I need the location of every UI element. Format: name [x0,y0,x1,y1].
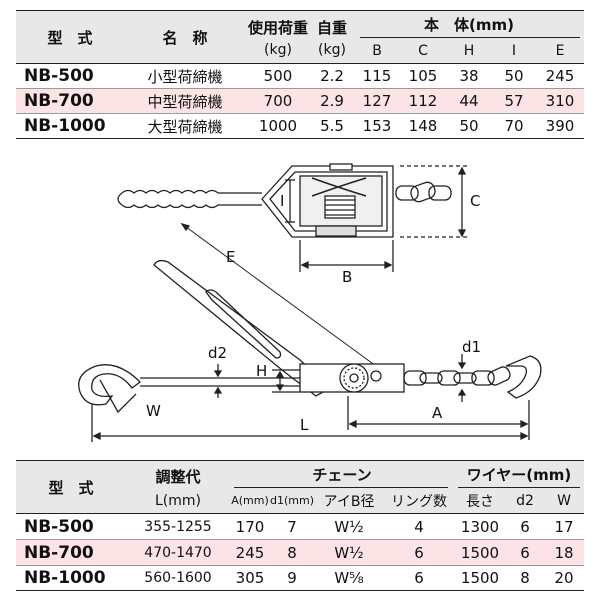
table-row: NB-700 中型荷締機 700 2.9 127 112 44 57 310 [16,89,584,113]
header-model: 型 式 [47,28,93,47]
header-chain: チェーン [312,465,372,484]
label-H: H [256,362,267,380]
header-adjust: 調整代 L(mm) [155,467,201,509]
table-rule [16,513,584,514]
side-view-hook [78,364,141,406]
table-row: NB-500 小型荷締機 500 2.2 115 105 38 50 245 [24,66,575,86]
header-name: 名 称 [162,28,208,47]
spec-table-top: 型 式 名 称 使用荷重 (kg) 自重 (kg) 本 体(mm) B C H … [16,10,584,139]
header-chain-links: リング数 [391,493,447,510]
label-W: W [146,402,161,420]
header-wire-d2: d2 [516,492,534,509]
table-rule [16,539,584,540]
ratchet-binder-diagram: I C B E d2 d1 H A W L [78,163,542,442]
table-rule [16,63,584,64]
header-row: 型 式 調整代 L(mm) チェーン A(mm) d1(mm) アイB径 リング… [16,461,584,513]
label-I: I [280,192,284,210]
header-chain-eye: アイB径 [323,493,375,510]
table-rule [16,113,584,114]
header-body-rule [360,37,580,38]
table-row: NB-700 470-1470 245 8 W½ 6 1500 6 18 [16,540,584,565]
header-row: 型 式 名 称 使用荷重 (kg) 自重 (kg) 本 体(mm) B C H … [16,11,584,63]
side-view-chain [403,366,511,386]
top-view-frame [261,165,394,238]
header-wire-length: 長さ [466,493,494,510]
header-self-weight: 自重 (kg) [316,18,347,58]
header-chain-A: A(mm) [231,494,269,507]
table-rule [16,138,584,139]
top-view-handle [117,189,262,209]
label-L: L [300,416,309,434]
table-row: NB-1000 大型荷締機 1000 5.5 153 148 50 70 390 [24,116,575,136]
header-dim-B: B [372,42,382,59]
header-working-load: 使用荷重 (kg) [247,18,308,58]
table-rule [16,10,584,11]
table-rule [16,590,584,591]
header-wire-rule [458,487,580,488]
table-rule [16,88,584,89]
chain-end-hook [505,355,542,399]
header-dim-I: I [511,42,517,59]
table-rule [16,565,584,566]
header-chain-d1: d1(mm) [270,494,314,507]
label-B: B [342,268,352,286]
top-view-chain [395,181,452,203]
label-A: A [432,404,443,422]
header-dim-E: E [555,42,565,59]
table-rule [16,460,584,461]
table-row: NB-500 355-1255 170 7 W½ 4 1300 6 17 [24,516,574,537]
header-body: 本 体(mm) [424,15,514,34]
label-d1: d1 [462,338,481,356]
header-dim-C: C [418,42,428,59]
header-model: 型 式 [48,478,94,497]
header-wire-W: W [557,492,571,509]
header-chain-rule [234,487,448,488]
header-dim-H: H [463,42,475,59]
label-d2: d2 [208,344,227,362]
spec-table-bottom: 型 式 調整代 L(mm) チェーン A(mm) d1(mm) アイB径 リング… [16,460,584,591]
header-wire: ワイヤー(mm) [466,465,572,484]
label-E: E [226,248,235,266]
label-C: C [470,192,480,210]
table-row: NB-1000 560-1600 305 9 W⅝ 6 1500 8 20 [24,568,574,588]
